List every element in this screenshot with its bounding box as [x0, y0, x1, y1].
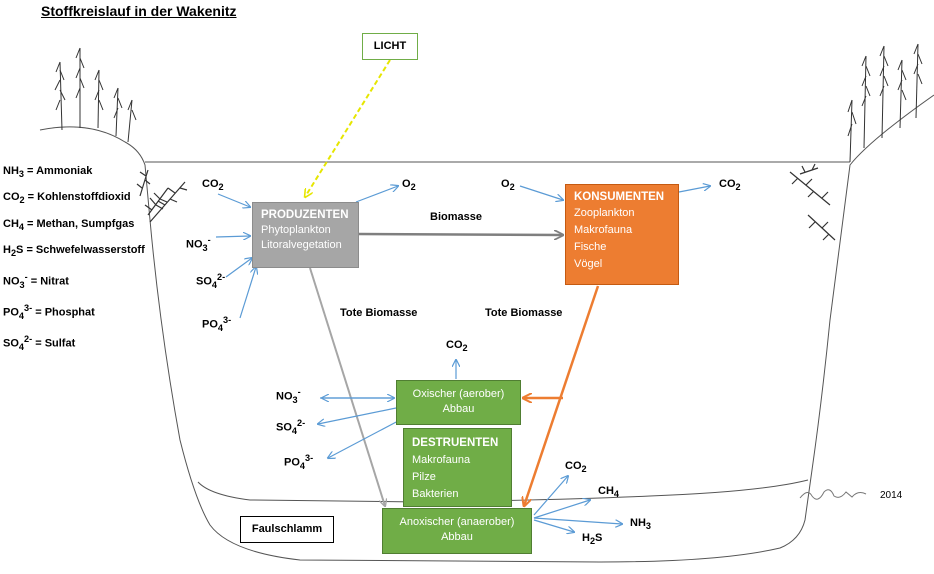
faulschlamm-box: Faulschlamm	[240, 516, 334, 543]
po4-label: PO43-	[202, 315, 232, 333]
signature-year: 2014	[880, 490, 903, 501]
produzenten-heading: PRODUZENTEN	[261, 209, 349, 221]
anoxischer-line2: Abbau	[441, 531, 473, 543]
co2-in-arrow	[217, 193, 250, 207]
konsumenten-item: Fische	[574, 241, 607, 253]
reed-plants-left	[54, 47, 137, 143]
co2-label: CO2	[446, 339, 468, 354]
so4-label: SO42-	[196, 272, 226, 290]
water-plants-right	[789, 163, 836, 241]
tote-biomasse-label: Tote Biomasse	[485, 307, 563, 319]
konsumenten-box: KONSUMENTEN Zooplankton Makrofauna Fisch…	[565, 184, 679, 285]
o2-label: O2	[501, 178, 515, 193]
destruenten-box: DESTRUENTEN Makrofauna Pilze Bakterien	[403, 428, 512, 507]
left-bank	[39, 94, 934, 563]
o2-in-kons-arrow	[519, 185, 563, 200]
konsumenten-item: Zooplankton	[574, 207, 635, 219]
konsumenten-heading: KONSUMENTEN	[574, 191, 665, 203]
diagram-title: Stoffkreislauf in der Wakenitz	[41, 3, 237, 19]
light-ray-arrow	[305, 59, 391, 197]
so4-out-oxi-arrow	[318, 407, 397, 424]
destruenten-item: Makrofauna	[412, 454, 471, 466]
produzenten-item: Litoralvegetation	[261, 239, 342, 251]
legend-item: CH4 = Methan, Sumpfgas	[3, 217, 135, 232]
ch4-out-anoxi-arrow	[533, 500, 590, 519]
no3-label: NO3-	[276, 387, 301, 405]
h2s-out-anoxi-arrow	[533, 519, 574, 532]
h2s-label: H2S	[582, 532, 603, 547]
tote-biomasse-arrow-kons	[524, 285, 600, 506]
reed-plants-right	[847, 43, 923, 163]
po4-label: PO43-	[284, 453, 314, 471]
oxischer-line2: Abbau	[442, 403, 475, 415]
destruenten-heading: DESTRUENTEN	[412, 437, 499, 449]
po4-in-arrow	[239, 267, 256, 319]
o2-label: O2	[402, 178, 416, 193]
tote-biomasse-label: Tote Biomasse	[340, 307, 418, 319]
biomasse-label: Biomasse	[430, 211, 482, 223]
no3-label: NO3-	[186, 235, 211, 253]
so4-in-arrow	[225, 258, 252, 278]
legend-item: SO42- = Sulfat	[3, 333, 76, 352]
legend-item: CO2 = Kohlenstoffdioxid	[3, 191, 131, 206]
oxischer-abbau-box: Oxischer (aerober) Abbau	[396, 380, 521, 425]
legend-item: NH3 = Ammoniak	[3, 165, 93, 180]
oxischer-line1: Oxischer (aerober)	[412, 388, 505, 400]
tote-biomasse-arrow-prod	[309, 267, 385, 506]
anoxischer-line1: Anoxischer (anaerober)	[399, 516, 515, 528]
co2-label: CO2	[565, 460, 587, 475]
o2-out-arrow	[355, 186, 398, 203]
biomasse-arrow	[358, 234, 563, 235]
no3-in-arrow	[215, 236, 250, 237]
co2-label: CO2	[202, 178, 224, 193]
water-plants-left	[136, 169, 188, 223]
lake-basin	[39, 94, 934, 563]
konsumenten-item: Makrofauna	[574, 224, 633, 236]
ch4-label: CH4	[598, 485, 619, 500]
co2-out-kons-arrow	[678, 186, 710, 193]
signature-scribble	[799, 489, 867, 500]
produzenten-item: Phytoplankton	[261, 224, 331, 236]
sediment-line	[197, 479, 809, 503]
legend-item: NO3- = Nitrat	[3, 271, 69, 290]
destruenten-item: Pilze	[412, 471, 436, 483]
so4-label: SO42-	[276, 418, 306, 436]
legend-item: H2S = Schwefelwasserstoff	[3, 244, 145, 259]
po4-out-oxi-arrow	[328, 419, 401, 458]
nh3-out-anoxi-arrow	[533, 517, 622, 524]
produzenten-box: PRODUZENTEN Phytoplankton Litoralvegetat…	[252, 202, 359, 268]
co2-label: CO2	[719, 178, 741, 193]
destruenten-item: Bakterien	[412, 488, 459, 500]
legend-item: PO43- = Phosphat	[3, 302, 95, 321]
licht-box: LICHT	[362, 33, 418, 60]
konsumenten-item: Vögel	[574, 258, 603, 270]
anoxischer-abbau-box: Anoxischer (anaerober) Abbau	[382, 508, 532, 554]
nh3-label: NH3	[630, 517, 651, 532]
formula-legend: NH3 = Ammoniak CO2 = Kohlenstoffdioxid C…	[3, 160, 145, 359]
co2-out-anoxi-arrow	[533, 476, 568, 516]
